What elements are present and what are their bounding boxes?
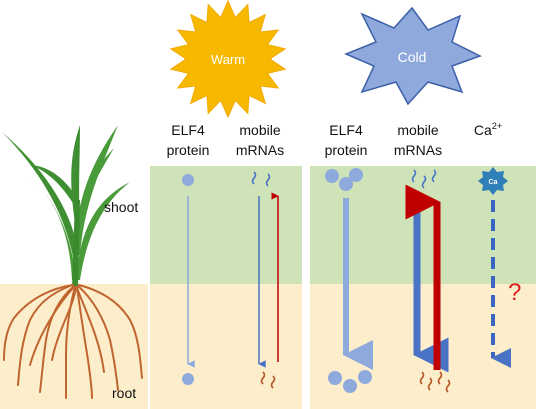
cold-elf4-header-line2: protein bbox=[325, 142, 368, 158]
warm-elf4-header-line1: ELF4 bbox=[171, 122, 205, 138]
calcium-badge-icon bbox=[478, 167, 508, 195]
cold-protein-dot-3 bbox=[349, 168, 363, 182]
warm-protein-dot-bottom bbox=[182, 373, 194, 385]
calcium-header-superscript: 2+ bbox=[492, 121, 502, 131]
warm-mrna-header-line2: mRNAs bbox=[236, 142, 284, 158]
warm-protein-dot-top bbox=[182, 174, 194, 186]
plant-illustration bbox=[2, 125, 143, 399]
cold-elf4-header-line1: ELF4 bbox=[329, 122, 363, 138]
warm-mrna-header-line1: mobile bbox=[239, 122, 280, 138]
warm-panel-root-zone bbox=[150, 284, 302, 409]
calcium-header: Ca2+ bbox=[474, 121, 502, 138]
cold-protein-dot-2 bbox=[339, 177, 353, 191]
cold-star-icon bbox=[344, 6, 482, 106]
warm-panel-shoot-zone bbox=[150, 166, 302, 284]
cold-mrna-header-line1: mobile bbox=[397, 122, 438, 138]
cold-mrna-wave-bottom bbox=[419, 371, 451, 393]
shoot-label: shoot bbox=[104, 199, 138, 215]
calcium-badge-label: Ca bbox=[489, 179, 498, 186]
calcium-header-base: Ca bbox=[474, 122, 492, 138]
warm-sun-icon bbox=[169, 0, 287, 119]
cold-mrna-header-line2: mRNAs bbox=[394, 142, 442, 158]
warm-mrna-wave-top bbox=[251, 171, 271, 187]
warm-mrna-wave-bottom bbox=[260, 371, 276, 389]
warm-elf4-header-line2: protein bbox=[167, 142, 210, 158]
warm-label: Warm bbox=[211, 52, 245, 67]
cold-protein-dot-6 bbox=[358, 370, 372, 384]
cold-protein-dot-4 bbox=[328, 371, 342, 385]
root-label: root bbox=[112, 385, 136, 401]
unknown-question-mark: ? bbox=[508, 279, 521, 306]
cold-label: Cold bbox=[398, 49, 427, 65]
cold-protein-dot-1 bbox=[325, 169, 339, 183]
cold-protein-dot-5 bbox=[343, 379, 357, 393]
root-zone-band-left bbox=[0, 284, 148, 409]
